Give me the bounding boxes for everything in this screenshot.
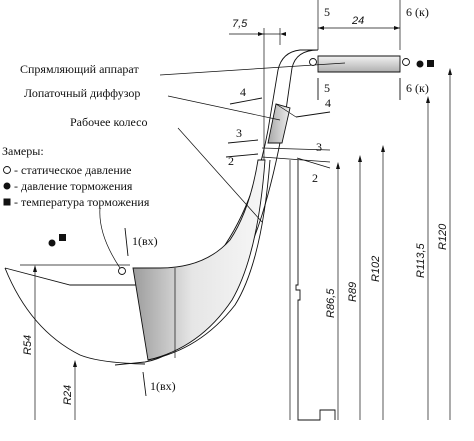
inlet-static-probe-circle-icon [118,267,126,275]
section-3-left-label: 3 [236,126,242,140]
section-6k-top-label: 6 (к) [406,5,429,19]
hub-contour [147,159,271,361]
vane-diffuser-leader [167,95,281,121]
r89-label: R89 [347,282,359,302]
legend-open-circle-icon [3,166,11,174]
impeller-blade [132,159,266,361]
measurements-legend: Замеры: - статическое давление - давлени… [2,144,150,209]
legend-filled-square-icon [3,198,11,206]
section-4-left-label: 4 [240,85,246,99]
r113-5-label: R113,5 [415,242,427,278]
section-3-lines [227,139,331,151]
legend-leader [99,207,121,269]
r86-5-label: R86,5 [325,288,337,318]
r54-label: R54 [22,335,34,355]
dim-7-5-label: 7,5 [232,18,248,30]
legend-temp-label: - температура торможения [14,195,150,209]
section-4-right-label: 4 [325,96,331,110]
r102-label: R102 [370,256,382,282]
shroud-static-probe-circle-icon [309,58,317,66]
vane-diffuser-blade [267,103,291,144]
legend-static-label: - статическое давление [14,163,132,177]
radius-dimension-lines [33,68,452,420]
r24-label: R24 [62,385,74,405]
legend-total-label: - давление торможения [14,179,133,193]
section-1-top-label: 1(вх) [132,234,158,248]
dim-24-label: 24 [351,15,364,27]
section-4-lines [229,97,331,118]
section-5-bottom-label: 5 [324,81,330,95]
impeller-leader [177,127,263,223]
inlet-total-probe-circle-icon [48,239,56,247]
exit-temp-probe-square-icon [427,60,434,67]
top-dimensions [229,0,401,160]
legend-filled-circle-icon [3,182,11,190]
lower-casing [295,160,336,421]
section-3-right-label: 3 [316,140,322,154]
section-2-lines [225,153,331,169]
section-5-top-label: 5 [324,5,330,19]
section-1-top-mark [124,227,129,257]
section-2-right-label: 2 [312,171,318,185]
straightener-leader [159,62,346,76]
measurements-title: Замеры: [2,144,44,158]
inlet-casing-contour [4,267,146,365]
straightener-blade [317,55,401,73]
inlet-temp-probe-square-icon [59,234,66,241]
straightener-label: Спрямляющий аппарат [20,62,139,76]
section-1-bottom-label: 1(вх) [150,379,176,393]
impeller-label: Рабочее колесо [70,115,147,129]
section-2-left-label: 2 [228,154,234,168]
section-6k-bottom-label: 6 (к) [406,81,429,95]
vane-diffuser-label: Лопаточный диффузор [24,86,140,100]
exit-static-probe-circle-icon [402,58,410,66]
r120-label: R120 [437,223,449,250]
exit-total-probe-circle-icon [416,60,424,68]
section-1-bottom-mark [142,371,147,397]
